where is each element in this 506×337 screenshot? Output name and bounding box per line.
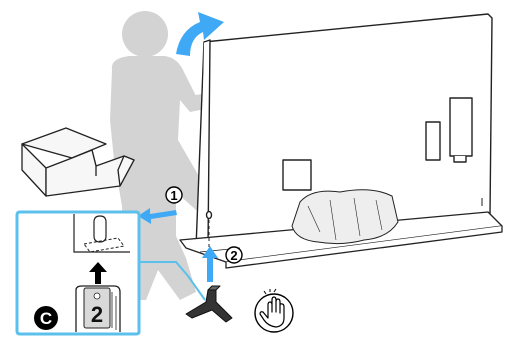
socket-slot [94,216,106,242]
part-number-label: 2 [91,302,103,327]
wrapped-stand [292,190,398,244]
leg-top-detail: 2 [76,286,120,332]
step-1-label: 1 [170,188,177,203]
hand-press-icon [255,289,293,332]
inset-badge: C [34,306,58,330]
inset-badge-label: C [40,309,52,328]
step-2-label: 2 [230,248,237,263]
step-2-marker: 2 [226,247,242,263]
step-1-marker: 1 [166,187,182,203]
